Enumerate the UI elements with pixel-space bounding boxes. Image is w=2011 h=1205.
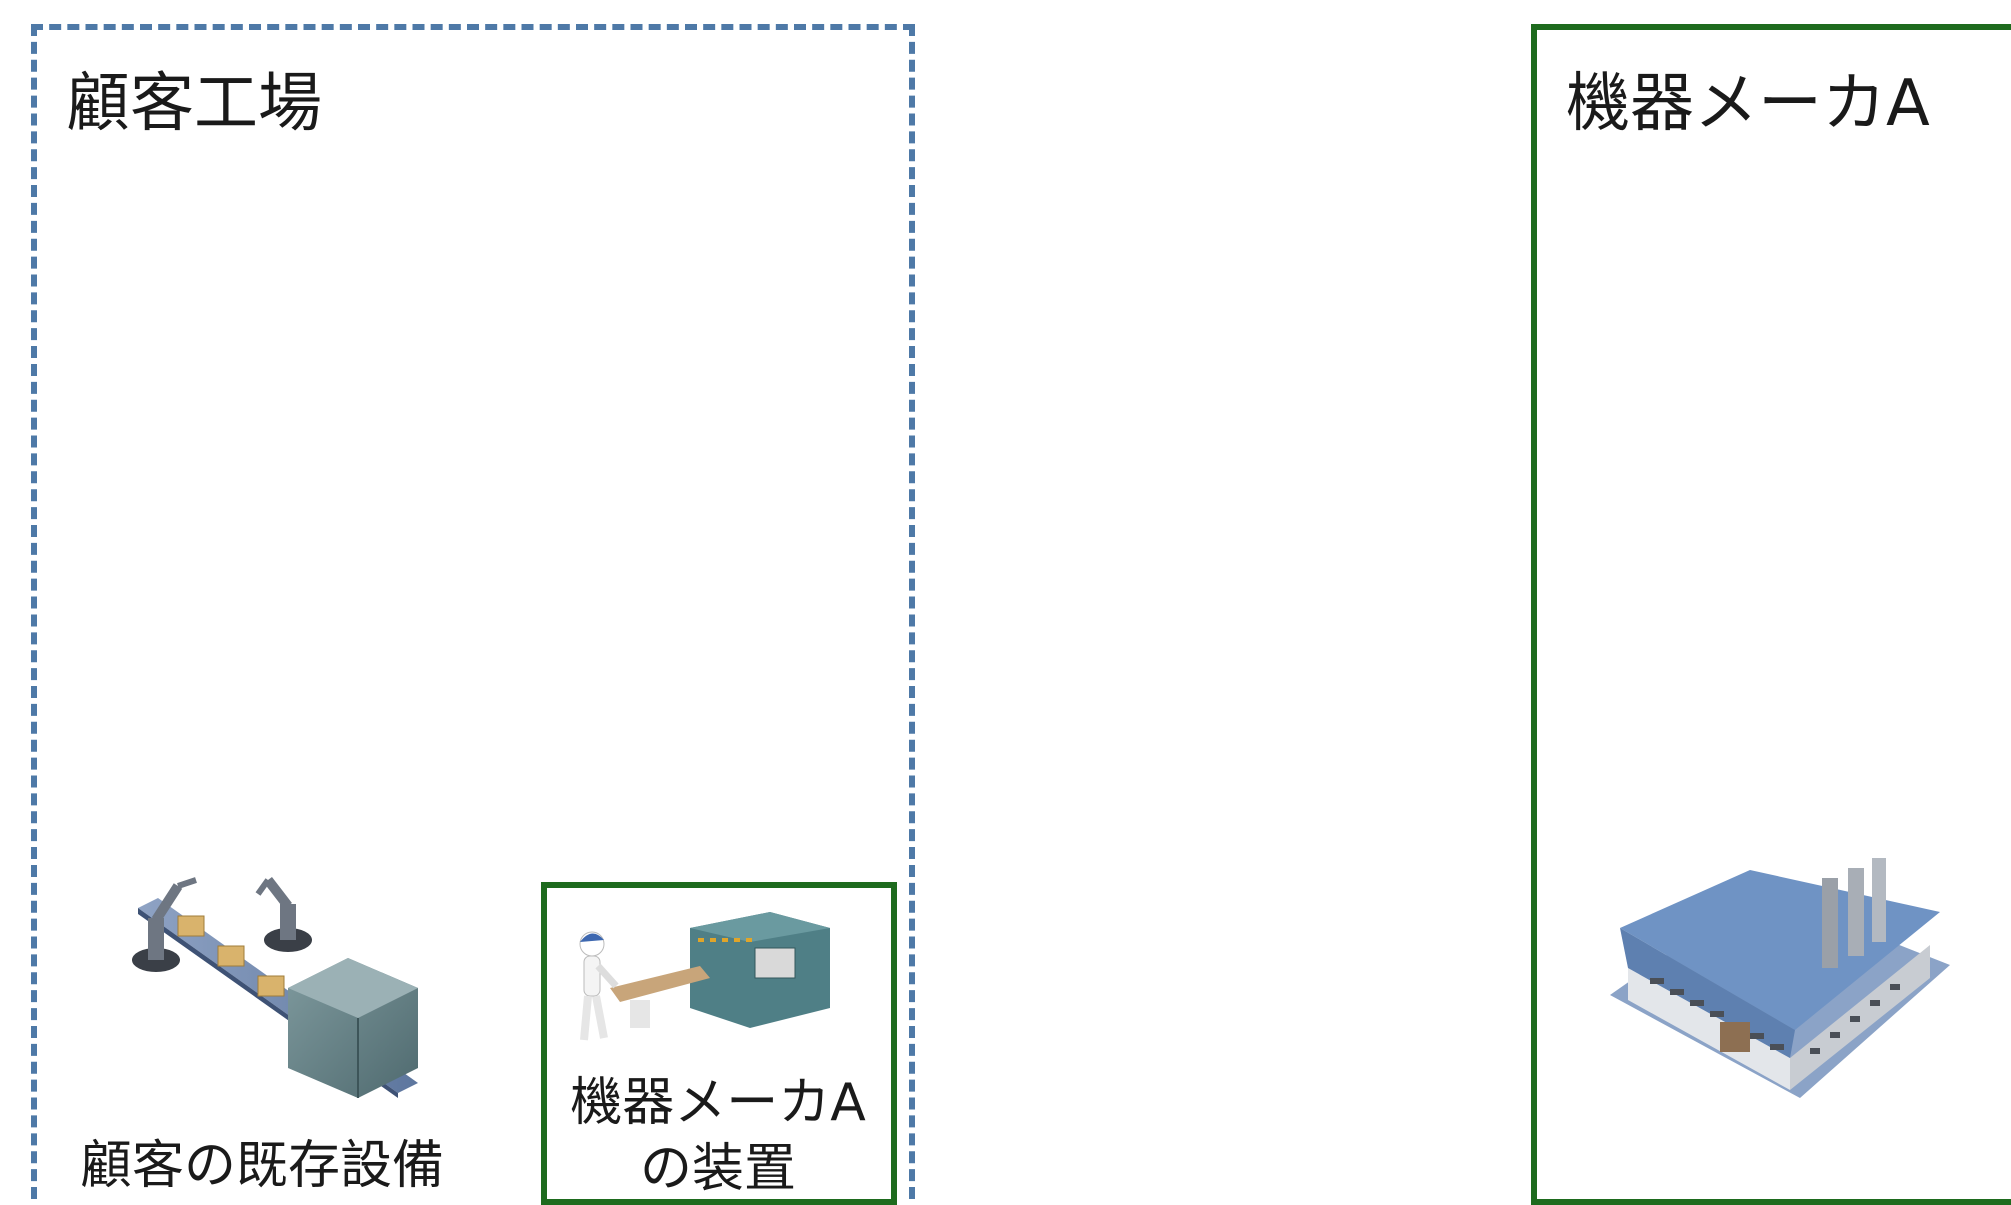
factory-building-icon bbox=[1610, 858, 1950, 1098]
customer-factory-region bbox=[31, 24, 915, 1199]
worker-machine-icon bbox=[579, 912, 830, 1041]
maker-a-region bbox=[1531, 24, 2011, 1205]
robot-conveyor-icon bbox=[132, 876, 418, 1098]
customer-factory-title: 顧客工場 bbox=[66, 67, 322, 141]
maker-device-label-text: 機器メーカA の装置 bbox=[570, 1073, 866, 1199]
maker-device-region bbox=[541, 882, 897, 1205]
maker-device-label: 機器メーカA の装置 bbox=[528, 1070, 908, 1202]
maker-a-title: 機器メーカA bbox=[1566, 67, 1930, 141]
existing-equipment-label: 顧客の既存設備 bbox=[80, 1136, 445, 1196]
